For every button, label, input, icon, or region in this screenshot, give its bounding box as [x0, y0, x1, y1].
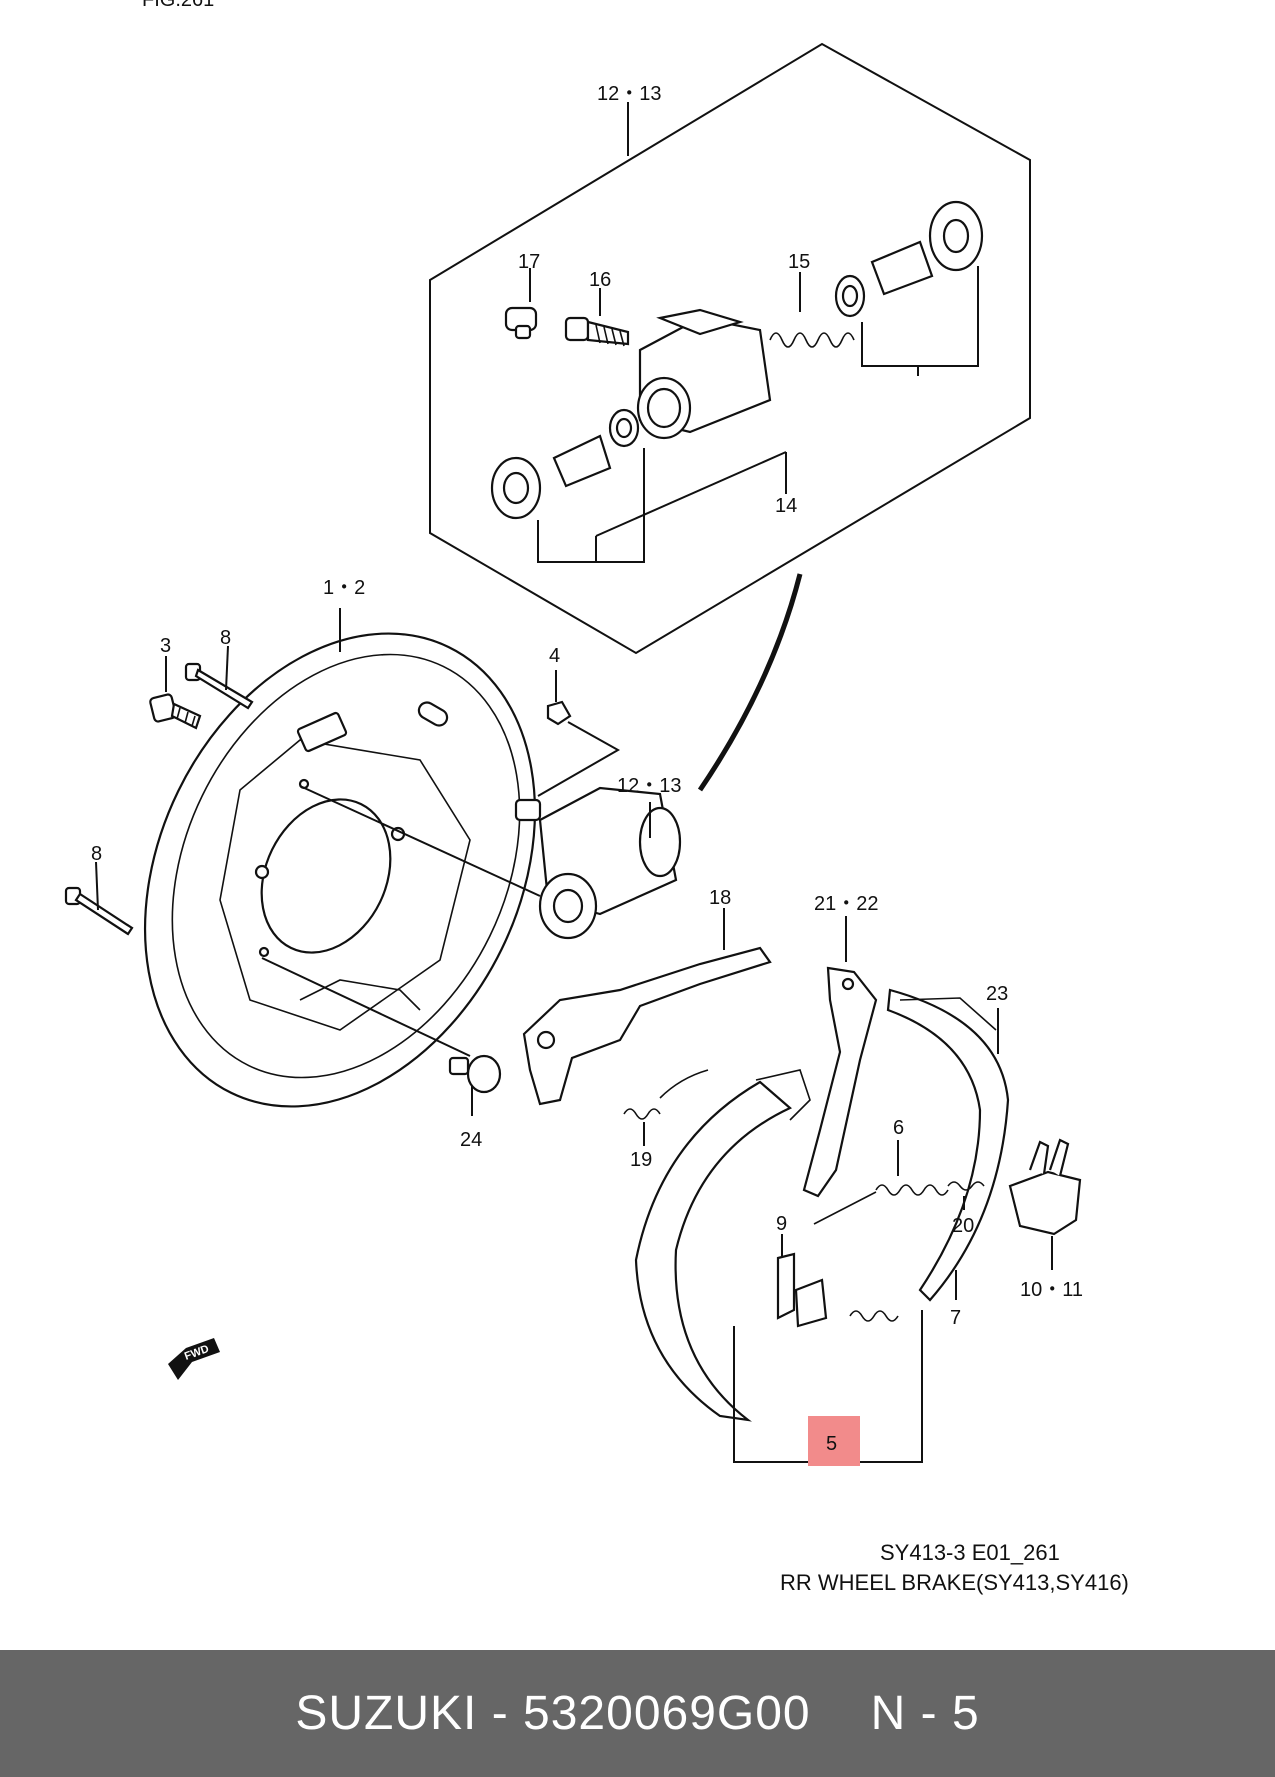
shoe-spring-20 [947, 1181, 985, 1191]
callout-19: 19 [630, 1149, 652, 1171]
nut-part [546, 700, 572, 726]
bleeder-cap-part [504, 306, 538, 340]
callout-18: 18 [709, 887, 731, 909]
figure-header-fragment: FIG.261 [142, 0, 214, 11]
bracket-left-piston [537, 448, 645, 563]
callout-4: 4 [549, 645, 560, 667]
callout-3: 3 [160, 635, 171, 657]
fwd-arrow-icon: FWD [168, 1338, 220, 1380]
connector-arrow [697, 573, 803, 792]
parts-diagram: FIG.261 12・13 17 16 15 [64, 0, 1129, 1595]
callout-10-11: 10・11 [1020, 1279, 1083, 1301]
footer-brand: SUZUKI [295, 1687, 478, 1740]
footer-separator: - [491, 1687, 509, 1740]
leader-8-left [95, 861, 99, 911]
hold-down-pin-top [184, 662, 254, 710]
plug-part [448, 1054, 502, 1094]
callout-23: 23 [986, 983, 1008, 1005]
callout-17: 17 [518, 251, 540, 273]
adjuster-part [1008, 1138, 1082, 1236]
cylinder-spring-part [769, 332, 855, 348]
return-spring-small [623, 1069, 709, 1120]
leader-8-top [225, 645, 229, 691]
leader-line-plate-cylinder [299, 785, 541, 897]
right-piston-assembly [834, 200, 984, 318]
hold-down-clip [776, 1252, 828, 1328]
callout-14: 14 [775, 495, 797, 517]
callout-7: 7 [950, 1307, 961, 1329]
shoe-spring-7 [849, 1310, 899, 1322]
callout-5: 5 [826, 1433, 837, 1455]
callout-15: 15 [788, 251, 810, 273]
callout-12-13-mid: 12・13 [617, 775, 682, 797]
strut-part [802, 966, 878, 1198]
callout-9: 9 [776, 1213, 787, 1235]
bleeder-screw-part [564, 316, 630, 347]
left-piston-assembly [490, 408, 640, 520]
callout-12-13-top: 12・13 [597, 83, 662, 105]
footer-ref: N - 5 [870, 1687, 980, 1740]
callout-20: 20 [952, 1215, 974, 1237]
wheel-cylinder-body [636, 308, 772, 440]
brake-shoe-front [634, 1069, 811, 1422]
adjuster-spring [813, 1184, 949, 1225]
caption-title: RR WHEEL BRAKE(SY413,SY416) [780, 1570, 1129, 1595]
footer-part-number: 5320069G00 [523, 1687, 811, 1740]
callout-8-top: 8 [220, 627, 231, 649]
callout-24: 24 [460, 1129, 482, 1151]
callout-21-22: 21・22 [814, 893, 879, 915]
footer-bar: SUZUKI - 5320069G00 N - 5 [0, 1650, 1275, 1777]
parking-lever-part [522, 946, 772, 1106]
leader-4-route [537, 721, 621, 797]
callout-8-left: 8 [91, 843, 102, 865]
wheel-cylinder-assembled [514, 786, 682, 940]
callout-6: 6 [893, 1117, 904, 1139]
hold-down-pin-left [64, 886, 134, 936]
bolt-part [149, 693, 202, 730]
caption-code: SY413-3 E01_261 [880, 1540, 1060, 1565]
leader-line-plate-plug [261, 957, 471, 1057]
bracket-right-piston [861, 266, 979, 367]
backing-plate-part [143, 632, 537, 1108]
callout-16: 16 [589, 269, 611, 291]
wheel-cylinder-exploded-box [429, 42, 1031, 655]
leader-14-join [595, 451, 787, 537]
highlight-callout-5 [808, 1416, 860, 1466]
callout-1-2: 1・2 [323, 577, 365, 599]
brake-shoe-rear [886, 988, 1010, 1302]
